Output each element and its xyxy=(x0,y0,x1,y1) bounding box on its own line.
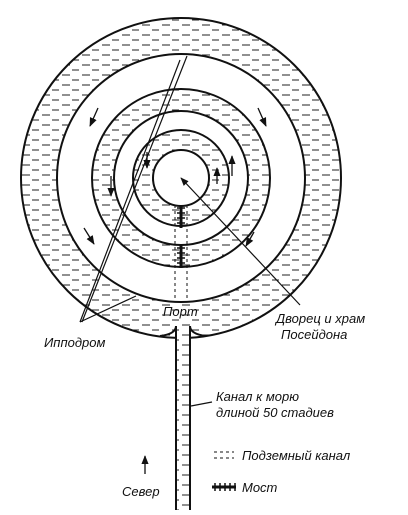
flow-arrows xyxy=(83,107,267,247)
flow-arrow-1 xyxy=(89,107,99,127)
palace-leader xyxy=(180,177,301,306)
sea-canal xyxy=(176,320,190,510)
flow-arrow-2 xyxy=(257,107,267,127)
canal-mouth-right xyxy=(189,325,207,337)
palace-label-line1: Дворец и храм xyxy=(274,311,365,326)
hippodrome-leaders xyxy=(79,55,188,323)
north-label: Север xyxy=(122,484,160,499)
legend-underground-canal-label: Подземный канал xyxy=(242,448,351,463)
legend: Подземный канал Мост xyxy=(212,448,351,495)
bridge-upper xyxy=(177,205,185,228)
canal-leader xyxy=(190,401,213,407)
port-label: Порт xyxy=(163,304,198,319)
bridge-lower xyxy=(177,244,185,268)
legend-bridge-symbol xyxy=(212,483,236,491)
canal-label-line2: длиной 50 стадиев xyxy=(216,405,334,420)
flow-arrow-3 xyxy=(83,227,95,245)
legend-underground-canal-symbol xyxy=(214,451,234,459)
hippodrome-label: Ипподром xyxy=(44,335,105,350)
underground-canal xyxy=(174,205,188,300)
canal-mouth-left xyxy=(159,325,177,337)
palace-label-line2: Посейдона xyxy=(281,327,347,342)
legend-bridge-label: Мост xyxy=(242,480,278,495)
flow-arrow-4 xyxy=(245,231,255,247)
canal-label-line1: Канал к морю xyxy=(216,389,299,404)
